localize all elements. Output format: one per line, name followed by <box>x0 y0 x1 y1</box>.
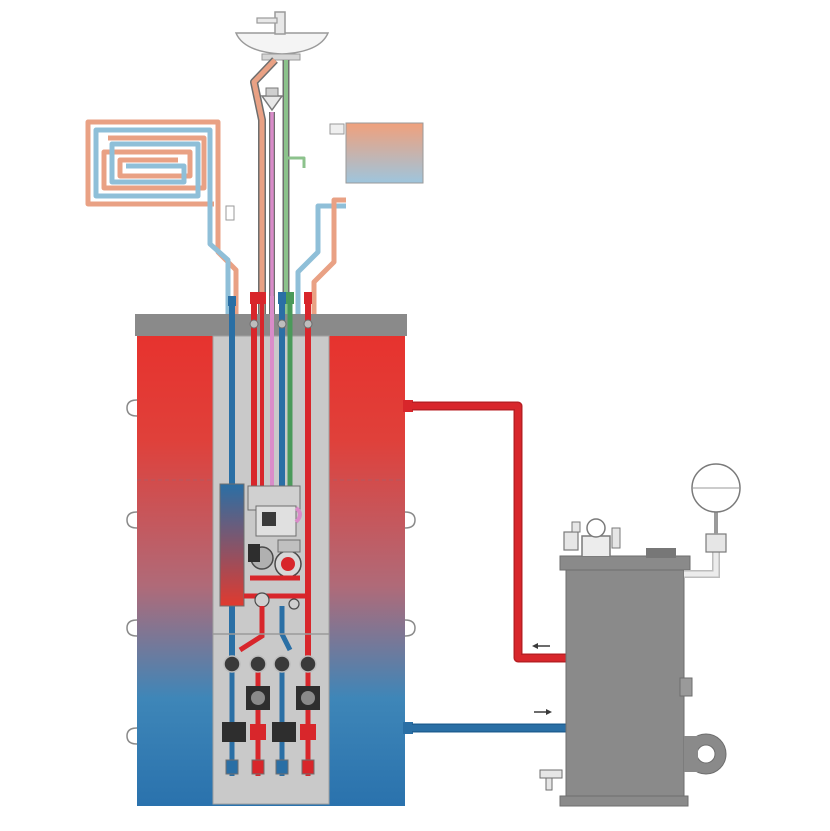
radiator-valve-icon <box>329 123 345 135</box>
circulation-pumps <box>222 655 320 776</box>
valve-gauge-icon <box>273 655 291 673</box>
mixing-valve-icon <box>272 722 316 742</box>
internal-pipes <box>228 292 313 666</box>
hydraulic-module <box>219 483 308 653</box>
arrow-left-icon <box>532 643 550 649</box>
mixing-valve-icon <box>260 87 284 112</box>
circulation-pump-icon <box>274 539 302 578</box>
pressure-gauge-icon <box>586 518 606 538</box>
domestic-pipes <box>250 57 306 316</box>
washbasin-tap <box>234 11 330 61</box>
plate-heat-exchanger <box>219 483 245 607</box>
safety-valve-icon <box>563 531 579 551</box>
circulation-pump-icon <box>246 686 270 710</box>
arrow-right-icon <box>534 709 552 715</box>
valve-gauge-icon <box>249 655 267 673</box>
valve-gauge-icon <box>299 655 317 673</box>
circulation-pump-icon <box>248 544 274 570</box>
valve-gauge-icon <box>223 655 241 673</box>
mixing-valve-icon <box>222 722 266 742</box>
underfloor-heating-coil <box>85 119 239 316</box>
boiler-pipes <box>412 401 566 733</box>
circulation-pump-icon <box>296 686 320 710</box>
solid-fuel-boiler <box>539 548 727 807</box>
boiler-safety-group <box>563 518 621 556</box>
wall-radiator <box>295 122 424 316</box>
expansion-vessel <box>684 463 741 578</box>
